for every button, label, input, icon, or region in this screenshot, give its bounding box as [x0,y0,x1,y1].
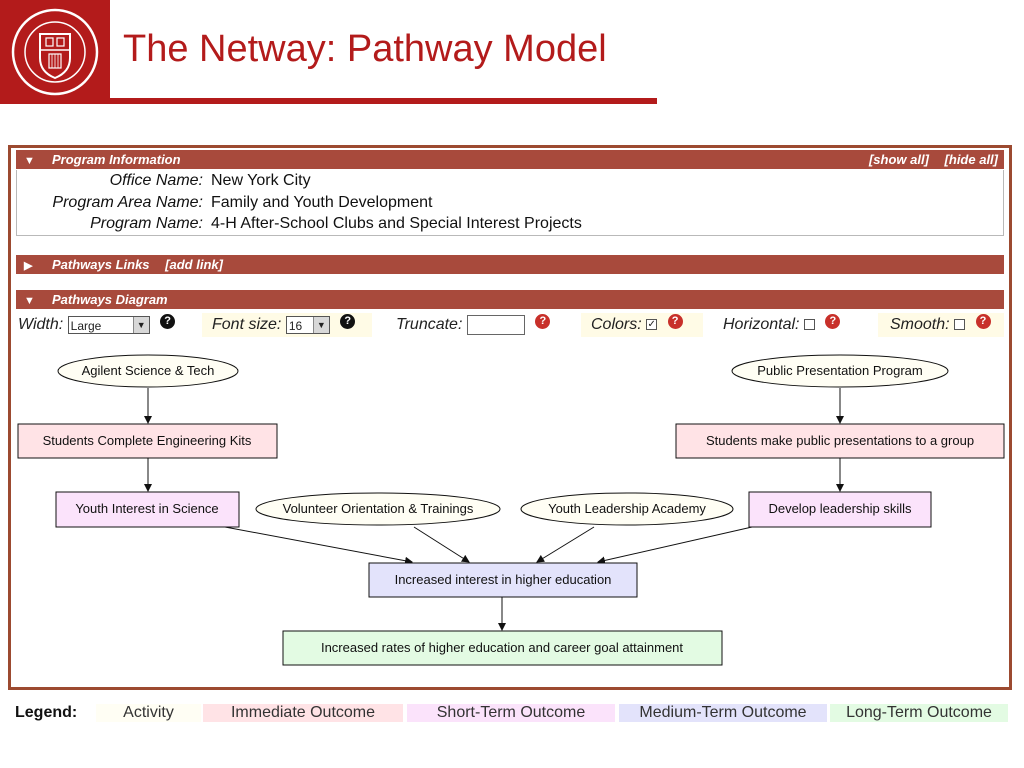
node-label: Increased interest in higher education [395,572,612,587]
node-label: Public Presentation Program [757,363,922,378]
node-label: Develop leadership skills [768,501,912,516]
font-size-label: Font size: [212,316,282,333]
info-row-area: Program Area Name: Family and Youth Deve… [17,194,1003,216]
office-name-value: New York City [211,172,311,189]
width-option: Width: Large▼ ? [18,313,176,337]
hide-all-link[interactable]: [hide all] [944,152,998,167]
pathway-diagram: Agilent Science & Tech Public Presentati… [17,354,1005,666]
immediate-outcome-node[interactable] [675,423,1005,459]
add-link-link[interactable]: [add link] [165,257,223,272]
font-size-select[interactable]: 16▼ [285,315,330,334]
program-info-bar[interactable]: ▼ Program Information [show all] [hide al… [16,150,1004,169]
chevron-down-icon: ▼ [312,316,329,333]
node-label: Youth Leadership Academy [548,501,706,516]
legend-immediate-outcome: Immediate Outcome [203,704,403,722]
smooth-label: Smooth: [890,316,950,333]
node-label: Students Complete Engineering Kits [43,433,252,448]
short-term-outcome-node[interactable] [748,491,932,528]
activity-node[interactable] [255,492,501,526]
width-select[interactable]: Large▼ [67,315,150,334]
legend-activity: Activity [96,704,201,722]
node-label: Students make public presentations to a … [706,433,974,448]
program-info-table: Office Name: New York City Program Area … [16,170,1004,236]
program-name-value: 4-H After-School Clubs and Special Inter… [211,215,582,232]
legend-long-term-outcome: Long-Term Outcome [830,704,1008,722]
help-icon[interactable]: ? [160,314,176,329]
netway-frame: ▼ Program Information [show all] [hide al… [8,145,1012,690]
program-area-label: Program Area Name: [52,194,203,211]
edge [224,526,413,565]
truncate-option: Truncate: ? [396,313,551,337]
help-icon[interactable]: ? [340,314,356,329]
pathways-links-bar[interactable]: ▶ Pathways Links [add link] [16,255,1004,274]
show-all-link[interactable]: [show all] [868,152,929,167]
legend: Legend: Activity Immediate Outcome Short… [0,700,1024,724]
program-name-label: Program Name: [90,215,203,232]
truncate-label: Truncate: [396,316,463,333]
title-underline [110,98,657,104]
activity-node[interactable] [520,492,734,526]
pathways-links-title: Pathways Links [52,257,150,272]
long-term-outcome-node[interactable] [282,630,723,666]
activity-node[interactable] [731,354,949,388]
medium-term-outcome-node[interactable] [368,562,638,598]
legend-label: Legend: [15,704,78,721]
diagram-options-row: Width: Large▼ ? Font size: 16▼ ? Truncat… [16,313,1004,339]
node-label: Increased rates of higher education and … [321,640,683,655]
immediate-outcome-node[interactable] [17,423,278,459]
smooth-checkbox[interactable] [954,319,966,331]
legend-medium-term-outcome: Medium-Term Outcome [619,704,827,722]
pathways-diagram-bar[interactable]: ▼ Pathways Diagram [16,290,1004,309]
chevron-down-icon: ▼ [132,316,149,333]
help-icon[interactable]: ? [825,314,841,329]
diagram-edges [144,388,844,631]
short-term-outcome-node[interactable] [55,491,240,528]
info-row-program: Program Name: 4-H After-School Clubs and… [17,215,1003,237]
truncate-input[interactable] [466,314,525,335]
help-icon[interactable]: ? [667,314,683,329]
node-label: Agilent Science & Tech [82,363,215,378]
edge [597,526,753,565]
horizontal-label: Horizontal: [723,316,800,333]
colors-checkbox[interactable]: ✓ [646,319,658,331]
page-title: The Netway: Pathway Model [123,28,607,70]
program-info-title: Program Information [52,152,181,167]
node-label: Volunteer Orientation & Trainings [283,501,474,516]
legend-short-term-outcome: Short-Term Outcome [407,704,615,722]
collapse-triangle-icon[interactable]: ▼ [24,295,35,307]
seal-icon [11,8,99,96]
node-label: Youth Interest in Science [75,501,218,516]
office-name-label: Office Name: [109,172,203,189]
smooth-option: Smooth: ? [878,313,1004,337]
expand-triangle-icon[interactable]: ▶ [24,260,33,272]
font-size-option: Font size: 16▼ ? [202,313,372,337]
edge [413,526,470,563]
edge [536,526,595,563]
program-area-value: Family and Youth Development [211,194,433,211]
colors-option: Colors: ✓ ? [581,313,703,337]
width-label: Width: [18,316,64,333]
info-row-office: Office Name: New York City [17,172,1003,194]
colors-label: Colors: [591,316,642,333]
cornell-seal-logo [0,0,110,104]
collapse-triangle-icon[interactable]: ▼ [24,155,35,167]
help-icon[interactable]: ? [535,314,551,329]
help-icon[interactable]: ? [975,314,991,329]
horizontal-option: Horizontal: ? [723,313,841,337]
activity-node[interactable] [57,354,239,388]
pathways-diagram-title: Pathways Diagram [52,292,168,307]
horizontal-checkbox[interactable] [803,319,815,331]
